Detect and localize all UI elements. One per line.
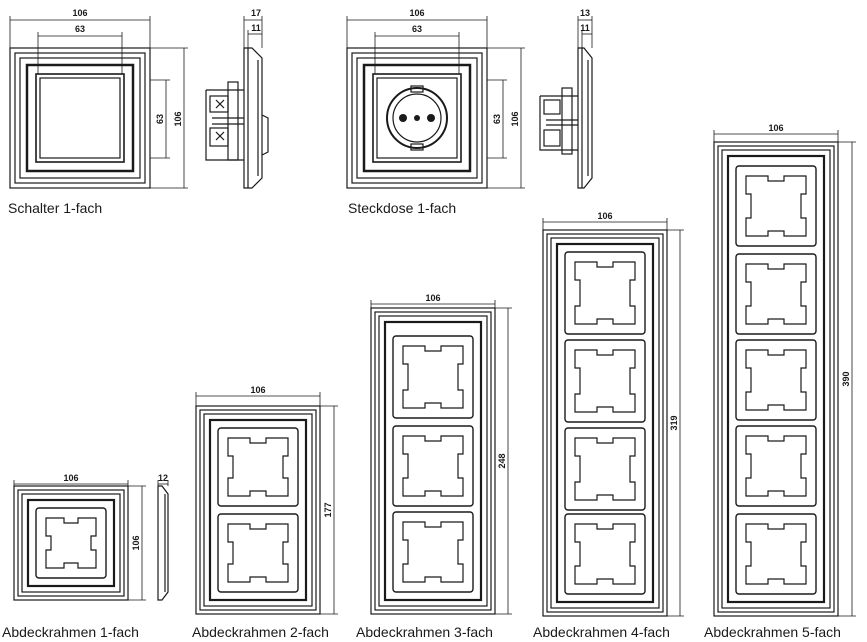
rahmen1-front-view	[13, 485, 129, 601]
rahmen1-dimension-lines	[13, 480, 146, 601]
caption-rahmen1: Abdeckrahmen 1-fach	[2, 624, 139, 640]
dim-rahmen2-width: 106	[250, 385, 265, 395]
steckdose-front-view	[346, 47, 488, 189]
dim-schalter-inner-height: 63	[155, 114, 165, 124]
dim-steckdose-depth: 11	[580, 23, 590, 33]
steckdose-side-view	[539, 47, 593, 189]
dim-rahmen1-width: 106	[63, 473, 78, 483]
caption-steckdose: Steckdose 1-fach	[348, 200, 457, 216]
rahmen2-front-view	[195, 405, 321, 615]
dim-steckdose-inner-width: 63	[412, 24, 422, 34]
rahmen5-front-view	[713, 141, 839, 617]
dim-rahmen1-depth: 12	[158, 473, 168, 483]
dim-rahmen3-width: 106	[425, 293, 440, 303]
dim-rahmen4-width: 106	[597, 211, 612, 221]
caption-rahmen4: Abdeckrahmen 4-fach	[533, 624, 670, 640]
rahmen4-front-view	[542, 229, 668, 617]
dim-schalter-width: 106	[72, 8, 87, 18]
dim-steckdose-depth-total: 13	[580, 8, 590, 18]
dim-rahmen5-height: 390	[841, 371, 851, 386]
dim-steckdose-width: 106	[409, 8, 424, 18]
dim-rahmen4-height: 319	[669, 415, 679, 430]
schalter-dimension-lines	[9, 16, 188, 189]
caption-rahmen2: Abdeckrahmen 2-fach	[192, 624, 329, 640]
rahmen2-dimension-lines	[195, 392, 338, 615]
dim-steckdose-inner-height: 63	[492, 114, 502, 124]
steckdose-depth-dimension	[577, 16, 593, 48]
caption-rahmen3: Abdeckrahmen 3-fach	[356, 624, 493, 640]
schalter-depth-dimension	[243, 16, 263, 48]
steckdose-dimension-lines	[346, 16, 525, 189]
dim-schalter-depth-total: 17	[251, 8, 261, 18]
dim-rahmen1-height: 106	[131, 535, 141, 550]
rahmen1-depth-dimension	[157, 480, 169, 486]
rahmen5-dimension-lines	[713, 130, 856, 617]
rahmen1-side-view	[157, 485, 169, 601]
caption-rahmen5: Abdeckrahmen 5-fach	[704, 624, 841, 640]
schalter-side-view	[205, 47, 269, 189]
dim-schalter-depth: 11	[251, 23, 261, 33]
dim-schalter-height: 106	[173, 111, 183, 126]
schalter-front-view	[9, 47, 151, 189]
dim-rahmen5-width: 106	[768, 123, 783, 133]
dim-steckdose-height: 106	[510, 111, 520, 126]
caption-schalter: Schalter 1-fach	[8, 200, 103, 216]
steckdose-pin-holes	[399, 114, 435, 122]
rahmen3-dimension-lines	[370, 300, 512, 615]
dim-rahmen3-height: 248	[497, 453, 507, 468]
dim-schalter-inner-width: 63	[75, 24, 85, 34]
rahmen4-dimension-lines	[542, 218, 684, 617]
rahmen3-front-view	[370, 307, 496, 615]
dim-rahmen2-height: 177	[323, 502, 333, 517]
